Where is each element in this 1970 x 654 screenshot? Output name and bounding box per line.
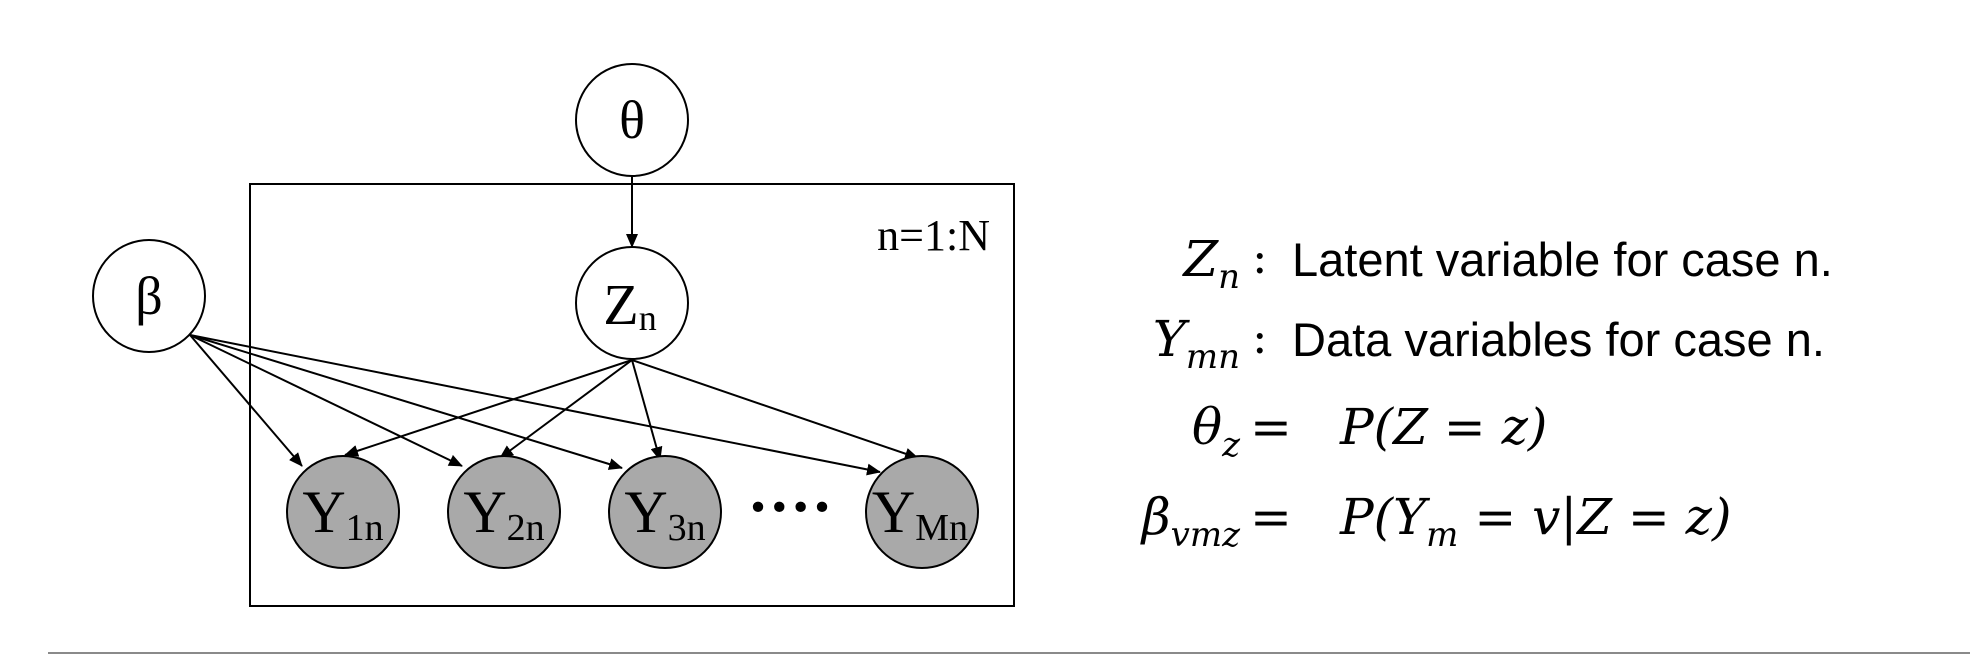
y2-node: Y2n — [447, 455, 561, 569]
edge-beta-ym — [189, 334, 881, 476]
y1-node: Y1n — [286, 455, 400, 569]
edges — [189, 175, 919, 476]
definition-expression: P(Ym = v|Z = z) — [1340, 488, 1732, 555]
definition-separator: : — [1252, 310, 1268, 364]
svg-text:β: β — [135, 266, 162, 326]
bottom-divider — [48, 652, 1970, 654]
edge-z-y3 — [631, 359, 663, 461]
y3-node: Y3n — [608, 455, 722, 569]
definition-expression: P(Z = z) — [1340, 398, 1548, 456]
edge-z-y1 — [344, 359, 633, 457]
definitions: Zn : Latent variable for case n. Ymn : D… — [1040, 0, 1940, 600]
z-node: Zn — [575, 246, 689, 360]
definition-theta: θz = P(Z = z) — [1040, 398, 1940, 478]
definition-beta: βvmz = P(Ym = v|Z = z) — [1040, 488, 1940, 568]
svg-text:Y2n: Y2n — [463, 479, 544, 549]
definition-separator: = — [1250, 398, 1292, 456]
beta-node: β — [92, 239, 206, 353]
definition-separator: : — [1252, 230, 1268, 284]
definition-z: Zn : Latent variable for case n. — [1040, 230, 1940, 310]
definition-separator: = — [1250, 488, 1292, 546]
svg-text:Y3n: Y3n — [624, 479, 705, 549]
edge-z-ym — [631, 359, 919, 460]
plate-label: n=1:N — [877, 211, 990, 260]
svg-text:Zn: Zn — [603, 272, 656, 338]
svg-text:θ: θ — [619, 90, 645, 150]
svg-text:Y1n: Y1n — [302, 479, 383, 549]
definition-symbol: Zn — [1183, 230, 1240, 297]
ym-node: YMn — [865, 455, 979, 569]
edge-beta-y1 — [189, 334, 303, 467]
edge-z-y2 — [499, 359, 633, 459]
ellipsis: ···· — [747, 471, 832, 542]
definition-text: Data variables for case n. — [1292, 313, 1825, 366]
edge-beta-y2 — [189, 334, 463, 467]
definition-text: Latent variable for case n. — [1292, 233, 1833, 286]
definition-symbol: θz — [1191, 398, 1240, 465]
definition-y: Ymn : Data variables for case n. — [1040, 310, 1940, 390]
svg-text:YMn: YMn — [872, 479, 968, 549]
definition-symbol: βvmz — [1141, 488, 1240, 555]
theta-node: θ — [575, 63, 689, 177]
definition-symbol: Ymn — [1152, 310, 1240, 377]
edge-beta-y3 — [189, 334, 623, 470]
